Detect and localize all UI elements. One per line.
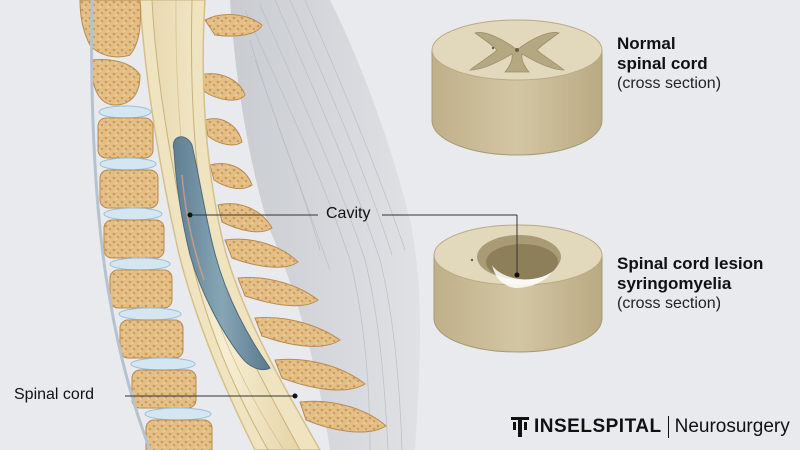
syrinx-cavity [172,136,271,371]
vertebra-c5 [109,257,173,309]
lesion-cord-label: Spinal cord lesion syringomyelia (cross … [617,254,763,314]
leader-lines [125,212,520,399]
cross-section-cavity [486,244,558,280]
lesion-subtitle: (cross section) [617,295,722,312]
brand-footer: INSEL SPITAL Neurosurgery [510,414,790,440]
spinous-processes [199,14,387,433]
spinal-cord-label: Spinal cord [14,386,95,403]
normal-title-line2: spinal cord [617,54,708,73]
normal-subtitle: (cross section) [617,75,722,92]
vertebra-c7 [130,357,197,409]
brand-department: Neurosurgery [674,416,790,437]
vertebra-c3 [99,157,159,209]
brand-name-part1: INSEL [534,416,593,437]
vertebra-c2 [97,105,154,159]
normal-cross-section [431,19,603,156]
brand-name-part2: SPITAL [592,416,662,437]
cavity-label: Cavity [326,205,371,222]
normal-title-line1: Normal [617,34,676,53]
normal-cord-label: Normal spinal cord (cross section) [617,34,721,94]
grey-matter-butterfly [468,32,566,73]
vertebra-t1 [144,407,213,450]
lesion-title-line2: syringomyelia [617,274,732,293]
vertebral-bodies [79,0,213,450]
spinal-cord-leader [125,393,298,399]
vertebra-c6 [118,307,184,359]
neck-soft-tissue [230,0,420,450]
cavity-leader [187,212,520,278]
syringomyelia-cross-section [433,224,603,353]
brand-divider [667,416,669,438]
vertebra-c4 [103,207,165,259]
lesion-title-line1: Spinal cord lesion [617,254,764,273]
insel-logo-icon [511,417,529,437]
